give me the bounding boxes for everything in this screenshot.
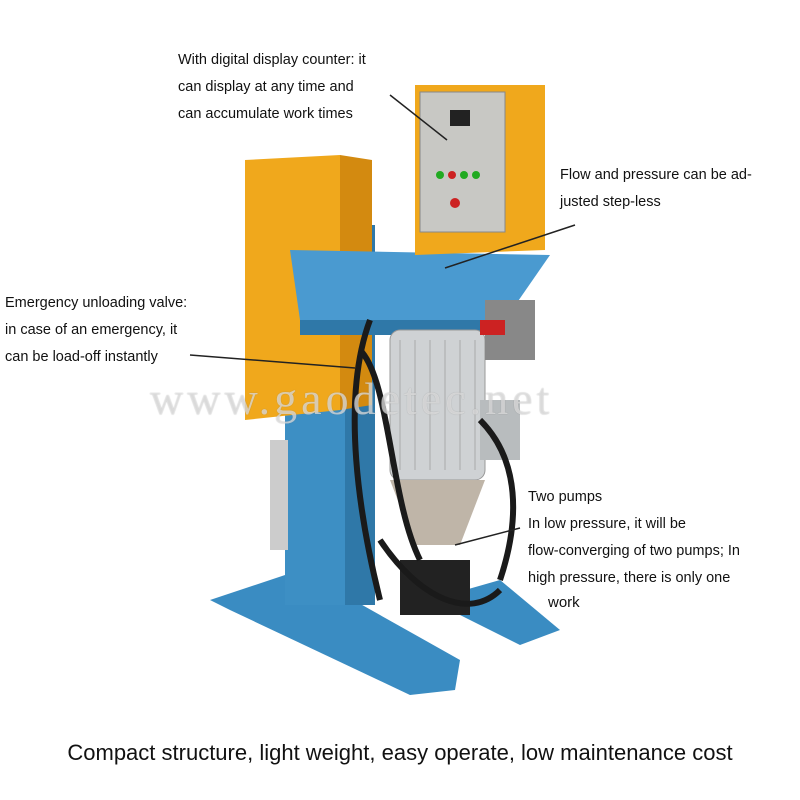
callout-line: can display at any time and — [178, 79, 354, 95]
callout-line: Emergency unloading valve: — [5, 295, 188, 311]
base-frame — [210, 570, 460, 695]
callout-line: flow-converging of two pumps; In — [528, 543, 740, 559]
arrow-pumps — [454, 527, 521, 546]
callout-line: can accumulate work times — [178, 106, 353, 122]
watermark: www.gaodetec.net — [150, 373, 554, 424]
callout-line: can be load-off instantly — [5, 349, 158, 365]
valve-block — [400, 560, 470, 615]
callout-line: high pressure, there is only one — [528, 570, 731, 586]
callout-valve: Emergency unloading valve: in case of an… — [5, 290, 187, 371]
arrow-valve — [189, 354, 356, 369]
callout-line: justed step-less — [560, 194, 661, 210]
left-cabinet — [245, 155, 340, 420]
counter-display — [450, 110, 470, 126]
arrow-counter — [389, 94, 448, 141]
pump-bell — [390, 480, 485, 545]
callout-line: Flow and pressure can be ad- — [560, 167, 752, 183]
arrow-flow — [444, 224, 576, 269]
callout-pumps-last-line: work — [548, 594, 580, 611]
callout-line: Two pumps — [528, 489, 603, 505]
callout-line: In low pressure, it will be — [528, 516, 686, 532]
callout-flow: Flow and pressure can be ad- justed step… — [560, 162, 752, 216]
callout-line: in case of an emergency, it — [5, 322, 178, 338]
callout-counter: With digital display counter: it can dis… — [178, 47, 366, 128]
caption: Compact structure, light weight, easy op… — [67, 740, 733, 765]
callout-line: With digital display counter: it — [178, 52, 366, 68]
callout-pumps: Two pumps In low pressure, it will be fl… — [528, 484, 740, 592]
